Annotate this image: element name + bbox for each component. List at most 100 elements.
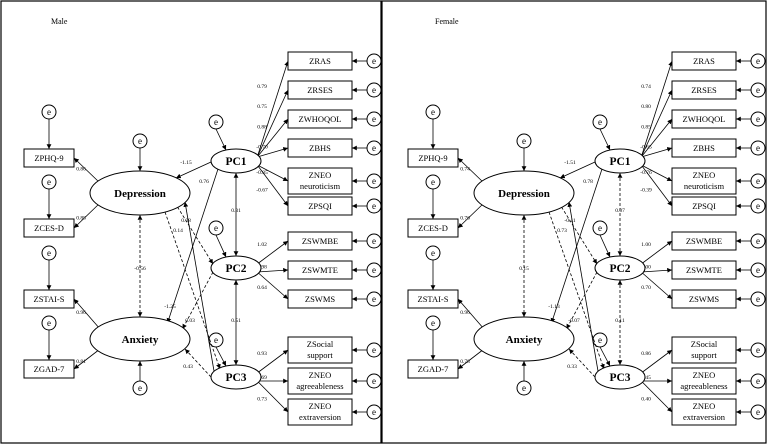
p1-path-pc3-depression xyxy=(567,201,599,372)
p1-latent-loading-label-2: 0.96 xyxy=(460,310,470,316)
p0-composite-label-2: PC3 xyxy=(225,372,246,384)
p1-path-label-4: 0.73 xyxy=(557,228,567,234)
p1-loading-label-6: 1.00 xyxy=(641,242,651,248)
p0-indicator-error-9-label: e xyxy=(372,345,376,355)
p0-indicator-error-2-label: e xyxy=(372,114,376,124)
p1-indicator-box-8 xyxy=(671,289,737,309)
p0-indicator-label-9-a: ZSocial xyxy=(307,339,334,349)
p1-indicator-error-1-label: e xyxy=(756,85,760,95)
p0-left-indicator-label-1: ZCES-D xyxy=(34,223,64,233)
p1-composite-label-0: PC1 xyxy=(609,156,630,168)
p1-pc2-error-label: e xyxy=(598,223,602,233)
p0-composite-pc2 xyxy=(210,255,262,281)
p1-indicator-label-4-b: neuroticism xyxy=(684,181,725,191)
p1-path-pc2-anxiety xyxy=(566,271,598,330)
p1-left-error-1-label: e xyxy=(431,177,435,187)
p0-indicator-error-6-label: e xyxy=(372,236,376,246)
p1-indicator-error-3-label: e xyxy=(756,143,760,153)
p1-path-label-3: -0.11 xyxy=(564,218,576,224)
p0-path-pc3-depression xyxy=(183,201,215,372)
p1-indicator-error-9-label: e xyxy=(756,345,760,355)
p0-latent-label-0: Depression xyxy=(114,188,166,200)
p1-indicator-error-2-label: e xyxy=(756,114,760,124)
p0-indicator-box-8 xyxy=(287,289,353,309)
p0-loading-label-1: 0.75 xyxy=(257,104,267,110)
p0-cov-label-0: -0.56 xyxy=(134,266,146,272)
p1-path-label-6: 0.33 xyxy=(567,364,577,370)
p0-path-label-0: -1.15 xyxy=(180,160,192,166)
p0-path-label-2: -1.25 xyxy=(164,304,176,310)
p0-panel-title: Male xyxy=(51,17,68,26)
p0-latent-loading-arrow-0 xyxy=(73,157,101,184)
p0-path-label-6: 0.43 xyxy=(183,364,193,370)
p0-loading-arrow-5 xyxy=(256,164,289,207)
p0-latent-loading-label-1: 0.88 xyxy=(76,216,86,222)
p1-indicator-box-11 xyxy=(671,398,737,426)
p1-panel-title: Female xyxy=(435,17,459,26)
p1-loading-arrow-1 xyxy=(640,89,673,158)
p0-loading-label-0: 0.79 xyxy=(257,84,267,90)
p0-indicator-box-4 xyxy=(287,167,353,195)
p0-path-pc3-anxiety xyxy=(184,348,212,378)
p0-indicator-box-11 xyxy=(287,398,353,426)
p0-indicator-box-9 xyxy=(287,336,353,364)
p0-latent-loading-arrow-2 xyxy=(73,298,101,330)
p1-indicator-error-8-label: e xyxy=(756,294,760,304)
p1-indicator-label-7: ZSWMTE xyxy=(686,265,722,275)
p1-indicator-label-1: ZRSES xyxy=(691,85,717,95)
p1-loading-arrow-9 xyxy=(641,349,673,374)
p1-loading-arrow-5 xyxy=(640,164,673,207)
p0-loading-arrow-1 xyxy=(256,89,289,158)
p0-indicator-label-11-b: extraversion xyxy=(299,412,342,422)
p1-indicator-box-9 xyxy=(671,336,737,364)
p1-cov-label-0: 0.15 xyxy=(519,266,529,272)
p0-indicator-error-10-label: e xyxy=(372,376,376,386)
p0-indicator-box-10 xyxy=(287,367,353,395)
p0-loading-arrow-6 xyxy=(257,240,289,265)
p0-left-error-1-label: e xyxy=(47,177,51,187)
p0-path-label-5: 0.03 xyxy=(185,318,195,324)
p1-indicator-label-11-a: ZNEO xyxy=(693,401,716,411)
p0-loading-label-7: 0.98 xyxy=(257,265,267,271)
p1-depression-disturbance-label: e xyxy=(522,136,526,146)
p1-loading-arrow-3 xyxy=(641,147,673,158)
p1-indicator-label-10-b: agreeableness xyxy=(680,381,727,391)
p1-latent-loading-arrow-1 xyxy=(457,202,485,229)
p1-loading-arrow-6 xyxy=(641,240,673,265)
p0-indicator-error-4-label: e xyxy=(372,176,376,186)
p1-indicator-label-3: ZBHS xyxy=(693,143,715,153)
p1-indicator-error-7-label: e xyxy=(756,265,760,275)
p1-left-error-2-label: e xyxy=(431,248,435,258)
p1-left-error-0-label: e xyxy=(431,107,435,117)
p0-loading-arrow-4 xyxy=(257,164,289,182)
p0-left-indicator-box-2 xyxy=(23,289,75,309)
p0-indicator-error-8-label: e xyxy=(372,294,376,304)
p0-pc3-error-label: e xyxy=(214,335,218,345)
p0-indicator-box-1 xyxy=(287,80,353,100)
p1-loading-label-7: 1.00 xyxy=(641,265,651,271)
p0-indicator-label-3: ZBHS xyxy=(309,143,331,153)
p0-path-pc1-depression xyxy=(175,161,212,179)
p1-anxiety-disturbance-label: e xyxy=(522,383,526,393)
p0-path-pc2-anxiety xyxy=(182,271,214,330)
p0-path-pc1-anxiety xyxy=(166,168,219,324)
p1-composite-label-1: PC2 xyxy=(609,263,630,275)
p1-pc1-error-arrow xyxy=(599,128,611,151)
p1-loading-label-4: -0.76 xyxy=(640,170,652,176)
p0-indicator-label-4-b: neuroticism xyxy=(300,181,341,191)
p0-indicator-label-1: ZRSES xyxy=(307,85,333,95)
p0-loading-arrow-0 xyxy=(256,60,289,158)
p1-latent-depression xyxy=(473,170,575,216)
p0-left-error-0-label: e xyxy=(47,107,51,117)
p1-loading-label-11: 0.40 xyxy=(641,397,651,403)
p1-latent-loading-arrow-3 xyxy=(457,348,485,370)
p1-indicator-error-5-label: e xyxy=(756,201,760,211)
p1-indicator-label-0: ZRAS xyxy=(693,56,715,66)
p1-path-pc3-anxiety xyxy=(568,348,596,378)
p0-pc2-error-label: e xyxy=(214,223,218,233)
p0-pc1-error-label: e xyxy=(214,117,218,127)
p0-loading-label-9: 0.93 xyxy=(257,351,267,357)
p1-latent-loading-label-1: 0.76 xyxy=(460,216,470,222)
p0-loading-label-2: 0.88 xyxy=(257,124,267,130)
